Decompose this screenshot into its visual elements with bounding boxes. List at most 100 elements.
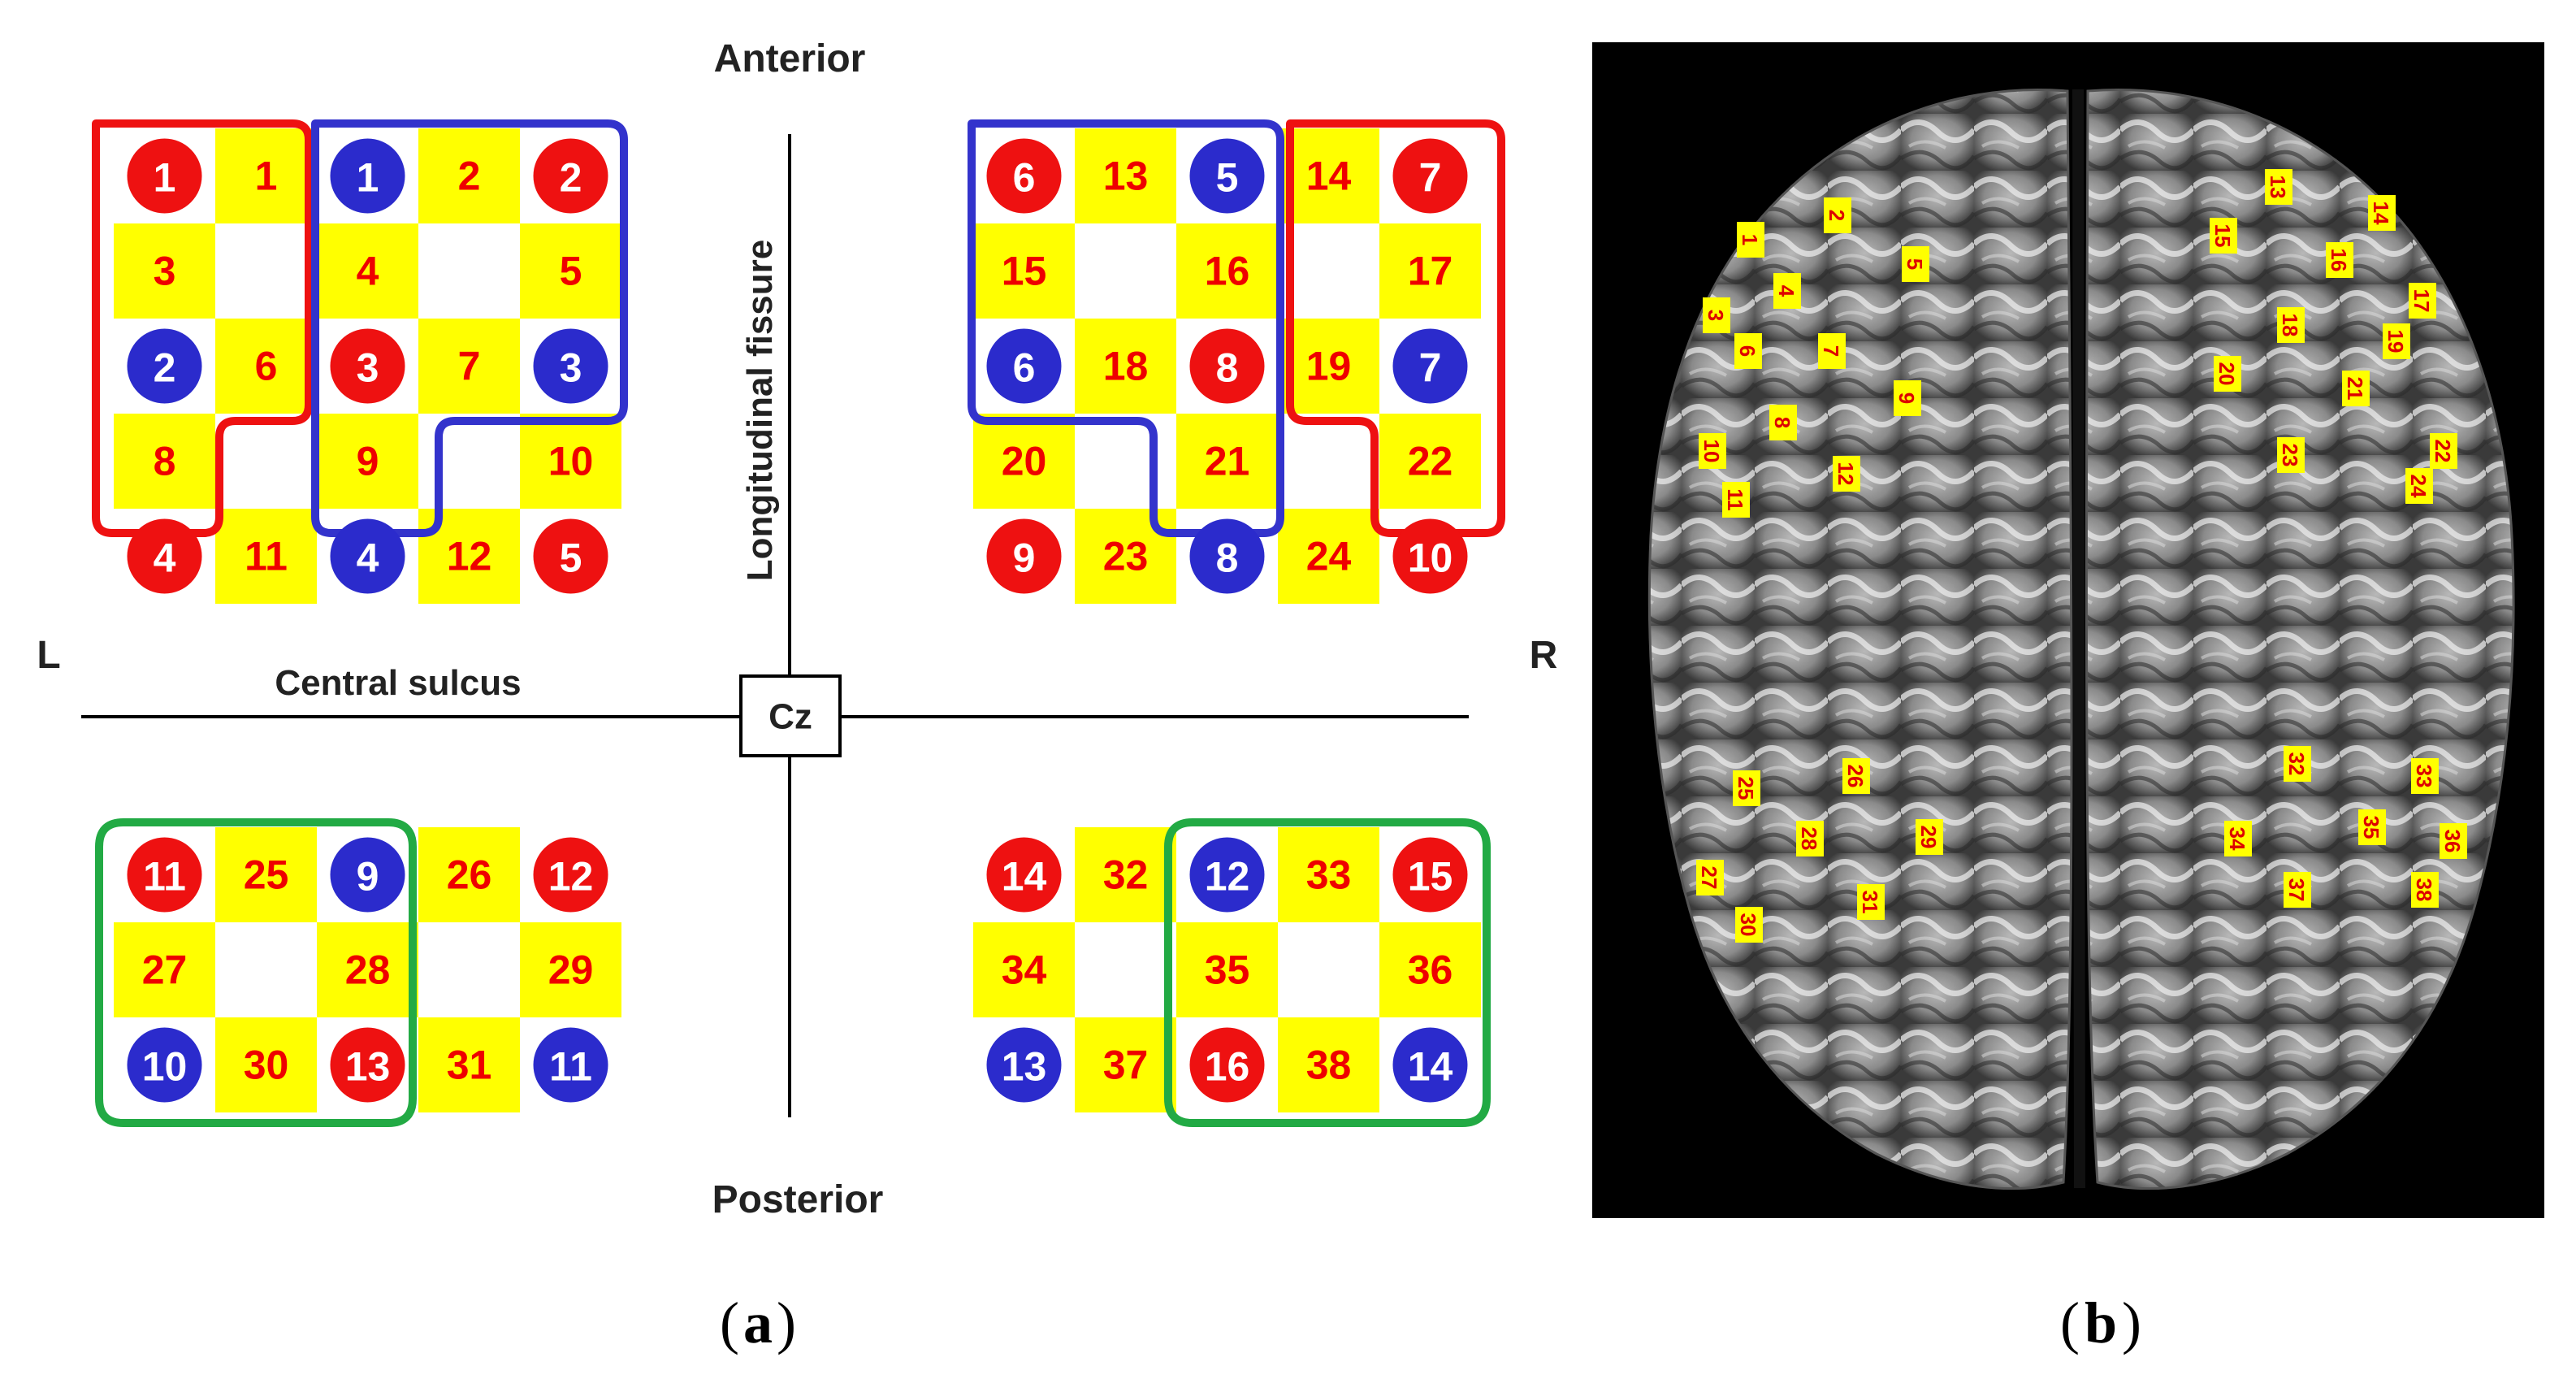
brain-channel-tag-bg bbox=[1773, 273, 1801, 309]
brain-channel-tag-label: 21 bbox=[2343, 377, 2367, 401]
caption-b-open: ( bbox=[2060, 1290, 2080, 1355]
brain-channel-tag-bg bbox=[1902, 246, 1929, 282]
brain-channel-tag: 29 bbox=[1916, 819, 1943, 855]
channel-cell bbox=[418, 827, 520, 922]
detector-optode bbox=[330, 518, 405, 594]
channel-cell bbox=[1379, 922, 1481, 1017]
channel-cell bbox=[1176, 223, 1278, 319]
central-sulcus-label: Central sulcus bbox=[275, 663, 521, 703]
channel-cell bbox=[215, 319, 317, 414]
source-optode bbox=[127, 518, 202, 594]
brain-channel-tag-label: 25 bbox=[1734, 777, 1758, 800]
channel-cell bbox=[114, 414, 215, 509]
brain-channel-tag: 5 bbox=[1902, 246, 1929, 282]
channel-cell bbox=[418, 319, 520, 414]
posterior-label: Posterior bbox=[712, 1178, 884, 1221]
cz-label: Cz bbox=[768, 697, 812, 737]
channel-cell bbox=[215, 509, 317, 604]
brain-channel-tag: 37 bbox=[2284, 872, 2311, 908]
brain-channel-tag: 36 bbox=[2440, 823, 2467, 859]
channel-cell bbox=[973, 922, 1075, 1017]
brain-channel-tag: 16 bbox=[2326, 242, 2353, 278]
channel-cell bbox=[1379, 414, 1481, 509]
channel-label: 34 bbox=[1002, 948, 1047, 993]
brain-channel-tag: 4 bbox=[1773, 273, 1801, 309]
brain-channel-tag-bg bbox=[1734, 333, 1762, 369]
longitudinal-fissure-label: Longitudinal fissure bbox=[740, 240, 780, 581]
caption-a-open: ( bbox=[720, 1290, 739, 1355]
group-outline-green-left bbox=[95, 818, 417, 1127]
brain-channel-tag-label: 14 bbox=[2369, 202, 2393, 225]
source-optode bbox=[986, 837, 1062, 913]
caption-a: ( a ) bbox=[720, 1290, 796, 1355]
brain-channel-tag-label: 3 bbox=[1704, 310, 1728, 321]
channel-cell bbox=[114, 223, 215, 319]
channel-cell bbox=[215, 128, 317, 223]
caption-b-close: ) bbox=[2122, 1290, 2141, 1355]
brain-channel-tag-label: 4 bbox=[1774, 285, 1799, 297]
brain-channel-tag-label: 22 bbox=[2431, 440, 2455, 463]
brain-channel-tag-bg bbox=[2411, 872, 2439, 908]
brain-channel-tag: 13 bbox=[2265, 169, 2292, 205]
source-label: 7 bbox=[1419, 155, 1442, 201]
channel-label: 25 bbox=[244, 852, 289, 898]
source-label: 1 bbox=[154, 155, 176, 201]
detector-optode bbox=[1392, 1027, 1468, 1103]
brain-channel-tag-bg bbox=[1737, 222, 1764, 258]
brain-channel-tag-bg bbox=[2430, 433, 2457, 469]
detector-optode bbox=[1189, 138, 1265, 214]
source-optode bbox=[127, 138, 202, 214]
brain-channel-tag-label: 34 bbox=[2225, 827, 2249, 851]
brain-channel-tag-label: 1 bbox=[1738, 234, 1762, 245]
brain-channel-tag-bg bbox=[2224, 821, 2252, 856]
brain-channel-tag: 17 bbox=[2409, 283, 2436, 319]
channel-cell bbox=[1278, 827, 1379, 922]
channel-label: 37 bbox=[1103, 1043, 1149, 1088]
brain-channel-tag: 30 bbox=[1735, 907, 1763, 943]
brain-channel-tag-label: 7 bbox=[1819, 345, 1843, 357]
group-outline-green-right bbox=[1164, 818, 1491, 1127]
channel-label: 1 bbox=[255, 154, 278, 199]
channel-cell bbox=[520, 922, 621, 1017]
detector-optode bbox=[127, 328, 202, 404]
channel-label: 9 bbox=[357, 439, 379, 484]
source-optode bbox=[1392, 138, 1468, 214]
channel-label: 33 bbox=[1306, 852, 1352, 898]
detector-label: 12 bbox=[1205, 854, 1250, 900]
channel-label: 14 bbox=[1306, 154, 1352, 199]
channel-cell bbox=[1075, 1017, 1176, 1112]
detector-optode bbox=[533, 1027, 608, 1103]
brain-channel-tag-bg bbox=[2277, 437, 2305, 473]
channel-label: 5 bbox=[560, 249, 582, 294]
left-label: L bbox=[37, 634, 60, 677]
brain-channel-tag: 23 bbox=[2277, 437, 2305, 473]
channel-cell bbox=[317, 922, 418, 1017]
brain-channel-tag-label: 11 bbox=[1723, 488, 1747, 511]
brain-channel-tag-bg bbox=[2358, 809, 2386, 845]
brain-channel-tag-bg bbox=[1769, 405, 1797, 440]
source-optode bbox=[330, 328, 405, 404]
detector-optode bbox=[330, 138, 405, 214]
brain-channel-tag-label: 12 bbox=[1834, 462, 1858, 486]
detector-optode bbox=[1392, 328, 1468, 404]
source-label: 4 bbox=[154, 536, 176, 581]
brain-channel-tag: 9 bbox=[1894, 380, 1921, 416]
brain-channel-tag: 18 bbox=[2277, 307, 2305, 343]
detector-optode bbox=[986, 1027, 1062, 1103]
channel-label: 11 bbox=[245, 534, 288, 579]
brain-channel-tag-label: 2 bbox=[1825, 210, 1849, 221]
detector-label: 2 bbox=[154, 345, 176, 391]
brain-channel-tag-label: 5 bbox=[1903, 258, 1927, 270]
brain-channel-tag-bg bbox=[1833, 456, 1860, 492]
brain-channel-tag: 22 bbox=[2430, 433, 2457, 469]
channel-label: 21 bbox=[1205, 439, 1250, 484]
detector-label: 11 bbox=[549, 1044, 592, 1090]
brain-channel-tag-label: 13 bbox=[2266, 176, 2290, 199]
channel-label: 15 bbox=[1002, 249, 1047, 294]
detector-optode bbox=[1189, 518, 1265, 594]
source-label: 9 bbox=[1013, 536, 1036, 581]
brain-channel-tag-bg bbox=[2368, 195, 2396, 231]
brain-channel-tag-bg bbox=[1818, 333, 1846, 369]
channel-cell bbox=[1278, 509, 1379, 604]
